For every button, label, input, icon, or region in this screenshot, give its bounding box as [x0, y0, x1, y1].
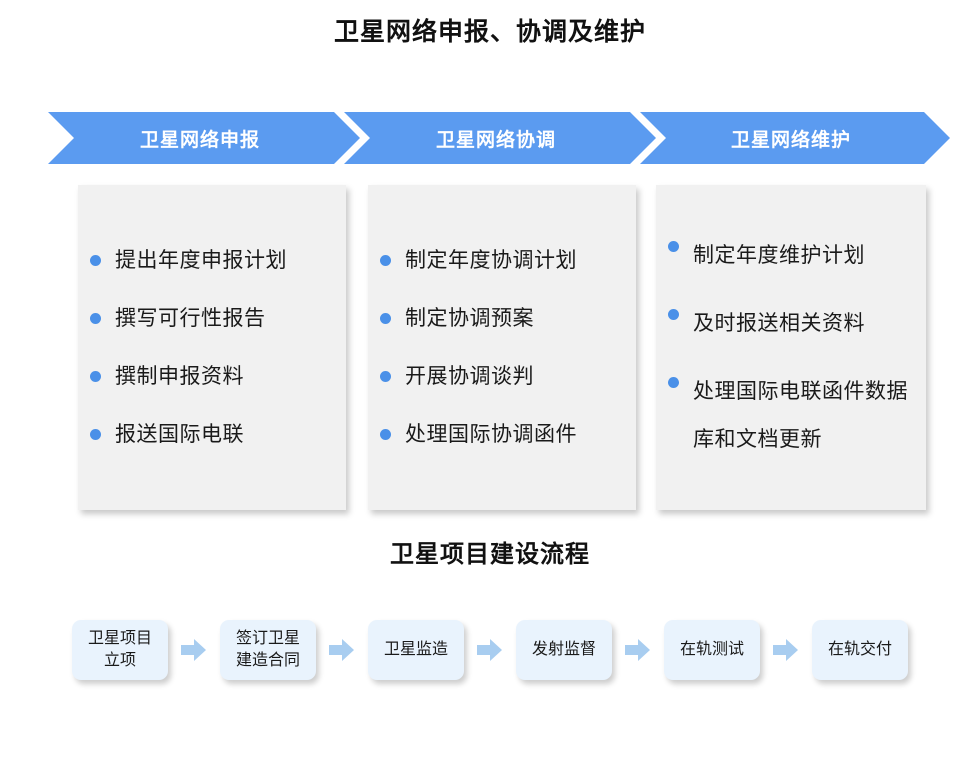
content-cards: 提出年度申报计划 撰写可行性报告 撰制申报资料 报送国际电联 制定年度协调计划 …: [0, 185, 980, 515]
right-arrow-icon: [625, 638, 651, 662]
right-arrow-icon: [181, 638, 207, 662]
list-item: 撰制申报资料: [90, 362, 332, 392]
list-item-label: 及时报送相关资料: [693, 311, 865, 335]
list-item: 制定年度协调计划: [380, 246, 622, 276]
list-item-label: 处理国际协调函件: [405, 422, 577, 446]
bullet-icon: [380, 254, 391, 266]
banner-segment-coordination[interactable]: 卫星网络协调: [344, 112, 656, 164]
bullet-icon: [668, 376, 679, 388]
bullet-icon: [90, 312, 101, 324]
list-item: 开展协调谈判: [380, 362, 622, 392]
list-item-label: 撰制申报资料: [115, 364, 244, 388]
list-item: 报送国际电联: [90, 420, 332, 450]
flow-step-3[interactable]: 卫星监造: [368, 620, 464, 680]
declaration-card: 提出年度申报计划 撰写可行性报告 撰制申报资料 报送国际电联: [78, 185, 346, 510]
list-item: 撰写可行性报告: [90, 304, 332, 334]
list-item-label: 处理国际电联函件数据库和文档更新: [693, 379, 908, 451]
list-item: 制定年度维护计划: [668, 232, 912, 280]
bullet-icon: [380, 312, 391, 324]
flow-step-label: 卫星项目 立项: [87, 630, 152, 669]
list-item: 处理国际电联函件数据库和文档更新: [668, 368, 912, 464]
flow-step-label: 发射监督: [531, 641, 596, 658]
list-item: 制定协调预案: [380, 304, 622, 334]
list-item-label: 报送国际电联: [115, 422, 244, 446]
list-item: 提出年度申报计划: [90, 246, 332, 276]
bullet-icon: [90, 428, 101, 440]
section-title: 卫星项目建设流程: [390, 541, 590, 568]
coordination-card: 制定年度协调计划 制定协调预案 开展协调谈判 处理国际协调函件: [368, 185, 636, 510]
flow-step-4[interactable]: 发射监督: [516, 620, 612, 680]
bullet-icon: [668, 308, 679, 320]
flow-step-label: 在轨交付: [827, 641, 892, 658]
list-item-label: 制定年度维护计划: [693, 243, 865, 267]
banner-segment-maintenance[interactable]: 卫星网络维护: [640, 112, 950, 164]
flow-step-label: 在轨测试: [679, 641, 744, 658]
bullet-icon: [668, 240, 679, 252]
flow-step-6[interactable]: 在轨交付: [812, 620, 908, 680]
banner-segment-declaration[interactable]: 卫星网络申报: [48, 112, 360, 164]
page-title: 卫星网络申报、协调及维护: [333, 18, 646, 46]
flow-step-5[interactable]: 在轨测试: [664, 620, 760, 680]
flow-step-2[interactable]: 签订卫星 建造合同: [220, 620, 316, 680]
right-arrow-icon: [477, 638, 503, 662]
list-item-label: 制定协调预案: [405, 306, 534, 330]
phase-banner: 卫星网络申报 卫星网络协调 卫星网络维护: [48, 112, 950, 164]
bullet-icon: [380, 428, 391, 440]
right-arrow-icon: [773, 638, 799, 662]
right-arrow-icon: [329, 638, 355, 662]
bullet-icon: [380, 370, 391, 382]
bullet-icon: [90, 370, 101, 382]
list-item-label: 提出年度申报计划: [115, 248, 287, 272]
banner-segment-label: 卫星网络维护: [730, 129, 851, 151]
flow-step-label: 卫星监造: [383, 641, 448, 658]
list-item-label: 撰写可行性报告: [115, 306, 266, 330]
flow-step-1[interactable]: 卫星项目 立项: [72, 620, 168, 680]
project-flow: 卫星项目 立项 签订卫星 建造合同 卫星监造 发射监督 在轨测试: [0, 605, 980, 705]
flow-step-label: 签订卫星 建造合同: [235, 630, 300, 669]
banner-segment-label: 卫星网络申报: [139, 129, 260, 151]
list-item-label: 制定年度协调计划: [405, 248, 577, 272]
bullet-icon: [90, 254, 101, 266]
list-item-label: 开展协调谈判: [405, 364, 534, 388]
list-item: 及时报送相关资料: [668, 300, 912, 348]
banner-segment-label: 卫星网络协调: [435, 129, 556, 151]
list-item: 处理国际协调函件: [380, 420, 622, 450]
maintenance-card: 制定年度维护计划 及时报送相关资料 处理国际电联函件数据库和文档更新: [656, 185, 926, 510]
